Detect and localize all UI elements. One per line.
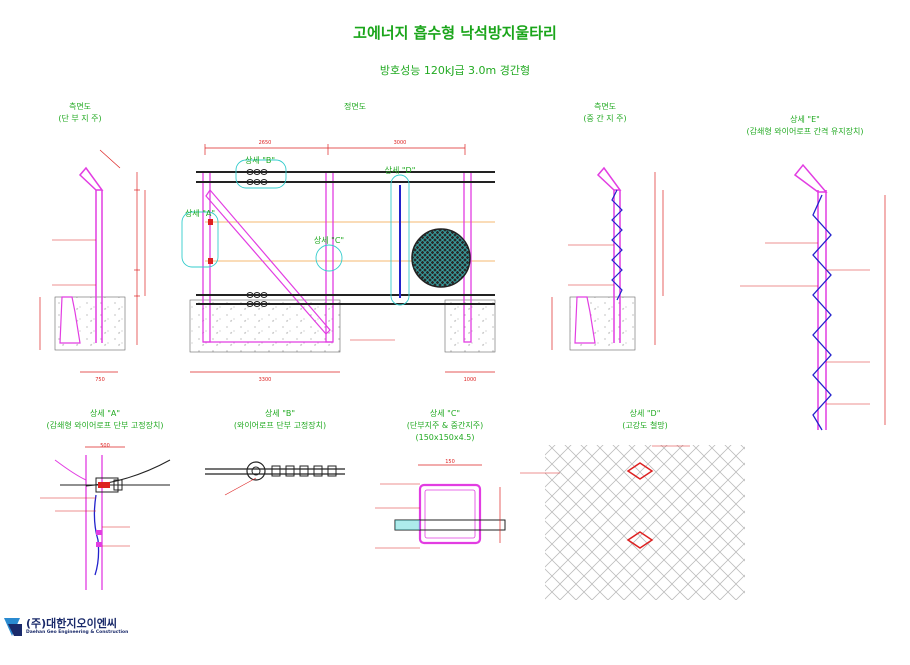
dim-detail-a-width: 500 xyxy=(100,443,110,449)
callout-d-mesh-disc xyxy=(411,228,471,288)
callout-a-label: 상세 "A" xyxy=(184,209,216,218)
detail-d-title: 상세 "D" xyxy=(629,409,661,418)
side-mid-subtitle: (중 간 지 주) xyxy=(583,114,627,123)
drawing-subtitle: 방호성능 120kJ급 3.0m 경간형 xyxy=(379,64,531,77)
detail-e-title: 상세 "E" xyxy=(790,115,820,124)
detail-a-view xyxy=(40,446,171,590)
dim-side-base: 750 xyxy=(95,377,105,383)
callout-d-label: 상세 "D" xyxy=(384,166,416,175)
side-view-end xyxy=(39,149,146,373)
front-foundation-right xyxy=(444,299,496,353)
callout-d-frame xyxy=(390,174,410,306)
dim-front-base-right: 1000 xyxy=(463,377,477,383)
callout-c-label: 상세 "C" xyxy=(313,236,345,245)
detail-d-view xyxy=(520,445,745,600)
dim-front-base-left: 3300 xyxy=(258,377,272,383)
front-view-title: 정면도 xyxy=(343,102,367,111)
detail-b-view xyxy=(205,461,345,496)
detail-a-title: 상세 "A" xyxy=(89,409,121,418)
detail-a-subtitle: (감쇄형 와이어로프 단부 고정장치) xyxy=(46,421,164,430)
front-foundation-left xyxy=(189,299,341,353)
detail-b-title: 상세 "B" xyxy=(264,409,296,418)
detail-e-view xyxy=(740,163,886,431)
detail-c-size: (150x150x4.5) xyxy=(415,433,475,442)
side-end-subtitle: (단 부 지 주) xyxy=(58,114,102,123)
company-logo-english: Daehan Geo Engineering & Construction xyxy=(26,630,129,635)
dim-detail-c-width: 150 xyxy=(445,459,455,465)
detail-d-subtitle: (고강도 철망) xyxy=(622,421,668,430)
detail-c-view xyxy=(375,464,506,549)
detail-d-mesh xyxy=(545,445,745,600)
detail-c-subtitle: (단부지주 & 중간지주) xyxy=(406,421,484,430)
front-view xyxy=(181,144,496,373)
company-logo-mark xyxy=(4,618,22,636)
dim-front-span-right: 3000 xyxy=(393,140,407,146)
side-view-mid xyxy=(551,166,664,351)
company-logo-name: (주)대한지오이엔씨 xyxy=(26,617,118,630)
callout-a xyxy=(181,211,219,268)
dim-front-span-left: 2650 xyxy=(258,140,272,146)
callout-b xyxy=(235,159,287,189)
side-end-barrier xyxy=(59,296,81,344)
side-end-title: 측면도 xyxy=(68,102,92,111)
callout-b-label: 상세 "B" xyxy=(244,156,276,165)
detail-e-subtitle: (감쇄형 와이어로프 간격 유지장치) xyxy=(746,127,864,136)
callout-c xyxy=(315,244,343,272)
side-mid-title: 측면도 xyxy=(593,102,617,111)
drawing-title: 고에너지 흡수형 낙석방지울타리 xyxy=(353,24,557,42)
detail-c-title: 상세 "C" xyxy=(429,409,461,418)
detail-b-subtitle: (와이어로프 단부 고정장치) xyxy=(233,421,327,430)
